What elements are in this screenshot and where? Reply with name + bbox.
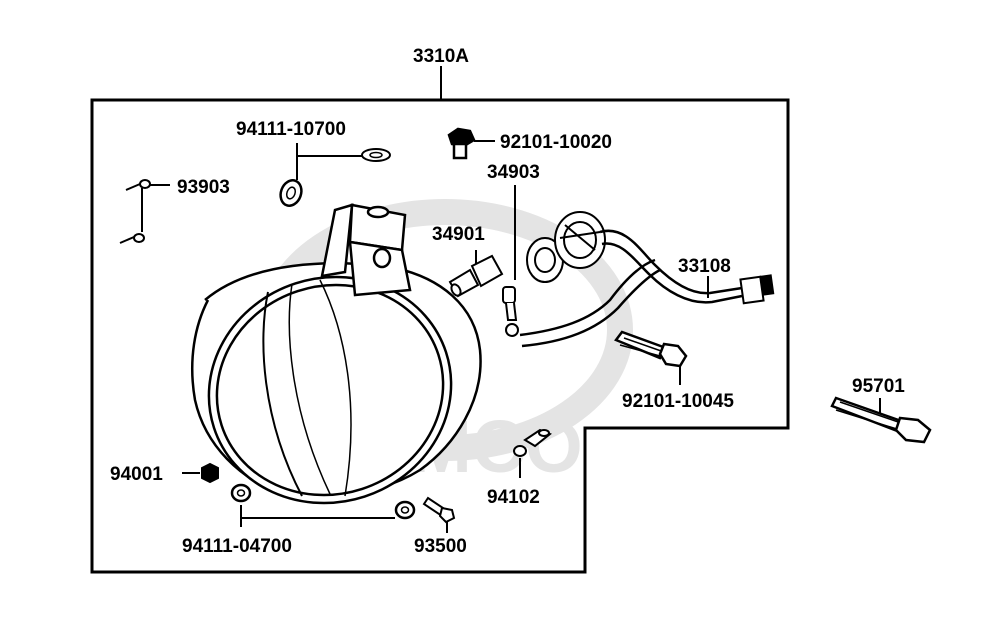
label-94111-10700: 94111-10700	[236, 119, 346, 140]
bulb-main-icon	[448, 254, 504, 298]
wire-harness-icon	[519, 229, 743, 348]
washer-hole-icon	[369, 151, 383, 159]
clip-washer-icon	[513, 428, 552, 457]
washer-hole-icon	[236, 489, 246, 497]
label-92101-10020: 92101-10020	[500, 132, 612, 153]
label-33108: 33108	[678, 256, 731, 277]
label-92101-10045: 92101-10045	[622, 391, 734, 412]
label-93500: 93500	[414, 536, 467, 557]
label-94111-04700: 94111-04700	[182, 536, 292, 557]
washer-icon	[230, 483, 252, 503]
mount-bolt-icon	[614, 330, 688, 368]
assembly-outline	[90, 98, 790, 574]
label-94102: 94102	[487, 487, 540, 508]
washer-hole-icon	[285, 186, 297, 200]
label-34901: 34901	[432, 224, 485, 245]
washer-icon	[361, 148, 391, 162]
label-3310A: 3310A	[413, 46, 469, 67]
label-94001: 94001	[110, 464, 163, 485]
socket-icon	[526, 211, 606, 283]
bolt-icon	[447, 127, 476, 160]
headlight-housing-icon	[190, 262, 482, 505]
label-95701: 95701	[852, 376, 905, 397]
washer-hole-icon	[400, 506, 410, 514]
screw-icon	[119, 179, 151, 244]
connector-icon	[739, 274, 775, 305]
nut-icon	[201, 462, 219, 484]
washer-icon	[394, 500, 416, 520]
adjust-screw-icon	[422, 496, 456, 524]
label-93903: 93903	[177, 177, 230, 198]
label-34903: 34903	[487, 162, 540, 183]
external-bolt-icon	[830, 396, 932, 444]
mounting-bracket-icon	[320, 203, 412, 297]
bulb-small-icon	[502, 286, 519, 337]
washer-icon	[279, 179, 303, 207]
